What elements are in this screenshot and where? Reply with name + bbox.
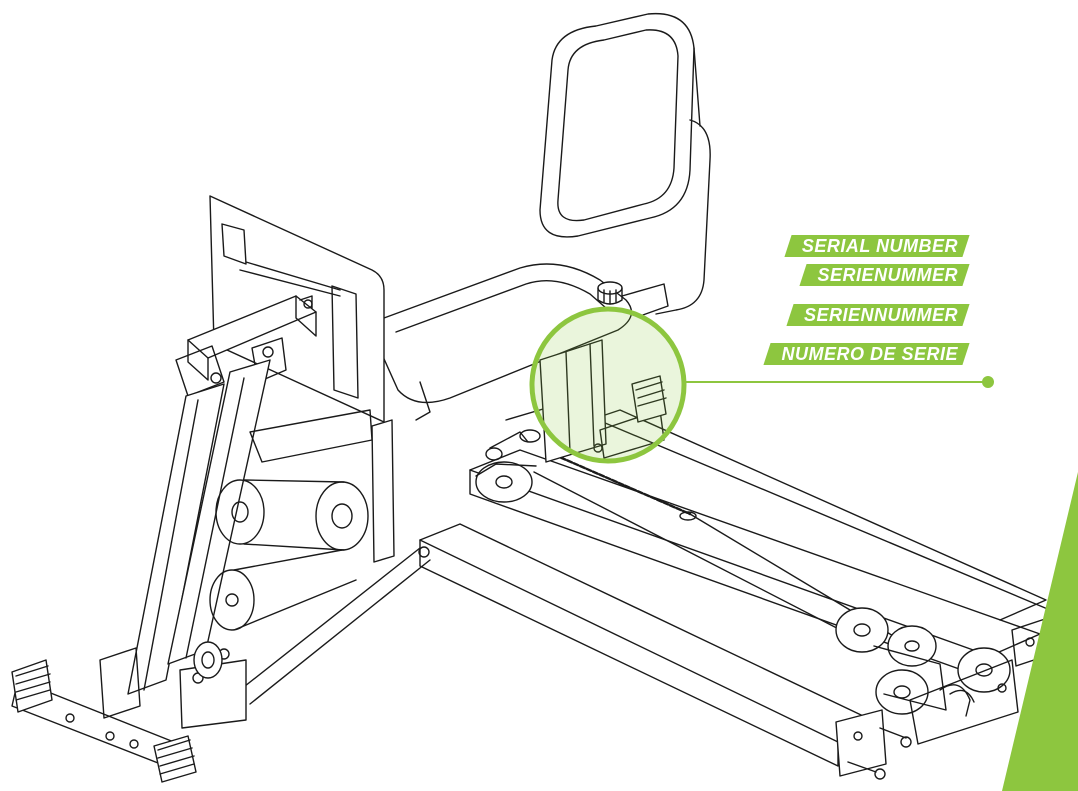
belt-system bbox=[209, 409, 373, 631]
green-wedge-shape bbox=[1002, 472, 1078, 791]
rear-pulleys bbox=[835, 607, 1077, 745]
seat-support bbox=[539, 339, 667, 463]
seat-knob bbox=[597, 281, 669, 317]
callout-leader bbox=[684, 376, 994, 388]
lever-arms bbox=[127, 359, 271, 695]
serial-label-en: SERIAL NUMBER bbox=[788, 235, 966, 257]
serial-label-nl: SERIENNUMMER bbox=[790, 304, 966, 326]
backrest bbox=[539, 12, 711, 315]
pivot-arm bbox=[175, 295, 317, 397]
seat-pulleys bbox=[475, 429, 541, 503]
serial-highlight bbox=[529, 306, 687, 464]
serial-label-es-text: NUMERO DE SERIE bbox=[781, 344, 958, 364]
front-base bbox=[11, 647, 197, 783]
serial-label-nl-text: SERIENNUMMER bbox=[803, 305, 958, 325]
cross-tube bbox=[418, 523, 912, 780]
serial-label-de: SERIENUMMER bbox=[803, 264, 966, 286]
serial-label-en-text: SERIAL NUMBER bbox=[801, 236, 958, 256]
serial-label-de-text: SERIENUMMER bbox=[817, 265, 958, 285]
serial-label-es: NUMERO DE SERIE bbox=[767, 343, 966, 365]
callout-dot-icon bbox=[982, 376, 994, 388]
main-frame bbox=[179, 419, 431, 729]
